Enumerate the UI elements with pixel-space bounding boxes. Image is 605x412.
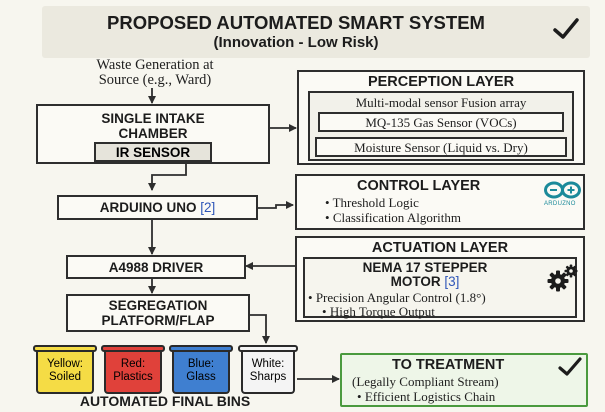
treatment-checkmark-icon xyxy=(558,357,582,376)
actuation-layer-box: ACTUATION LAYER NEMA 17 STEPPER MOTOR [3… xyxy=(295,236,585,322)
intake-chamber-title-line2: CHAMBER xyxy=(118,126,188,141)
waste-source-line1: Waste Generation at xyxy=(96,57,214,73)
actuation-bullet-1: • Precision Angular Control (1.8°) xyxy=(308,290,486,305)
bin-lid-white xyxy=(238,345,298,352)
bin-red-line1: Red: xyxy=(120,358,146,370)
arduino-logo-icon xyxy=(544,181,581,199)
bin-lid-red xyxy=(101,345,165,352)
a4988-driver-box: A4988 DRIVER xyxy=(66,255,246,279)
sensor-fusion-array-label: Multi-modal sensor Fusion array xyxy=(355,95,527,110)
segregation-platform-line1: SEGREGATION xyxy=(108,298,208,313)
arduino-uno-box: ARDUINO UNO [2] xyxy=(57,195,258,220)
bin-blue-line1: Blue: xyxy=(187,358,215,370)
ir-sensor-box: IR SENSOR xyxy=(94,142,212,162)
bin-lid-yellow xyxy=(33,345,97,352)
stepper-motor-panel: NEMA 17 STEPPER MOTOR [3] • Precision An… xyxy=(303,257,578,319)
moisture-sensor: Moisture Sensor (Liquid vs. Dry) xyxy=(315,137,567,157)
bins-group: Yellow: Soiled Red: Plastics Blue: Glass… xyxy=(30,342,300,398)
arduino-logo-text: ARDUZNO xyxy=(544,201,576,207)
bin-blue-line2: Glass xyxy=(186,371,216,383)
bin-yellow-line1: Yellow: xyxy=(46,358,84,370)
intake-chamber-box: SINGLE INTAKE CHAMBER IR SENSOR xyxy=(36,104,270,164)
arrow-arduino-to-control xyxy=(258,201,294,209)
bin-red-line2: Plastics xyxy=(113,371,153,383)
segregation-platform-box: SEGREGATION PLATFORM/FLAP xyxy=(66,294,250,332)
a4988-driver-label: A4988 DRIVER xyxy=(108,260,204,275)
treatment-bullet: • Efficient Logistics Chain xyxy=(357,389,496,404)
checkmark-icon xyxy=(553,18,579,39)
arrow-platform-to-bins xyxy=(250,314,270,344)
arduino-uno-label: ARDUINO UNO [2] xyxy=(99,200,216,215)
gears-icon xyxy=(547,264,578,292)
title-banner: PROPOSED AUTOMATED SMART SYSTEM (Innovat… xyxy=(42,6,590,58)
arrow-intake-to-arduino xyxy=(148,163,187,191)
sensor-fusion-array: Multi-modal sensor Fusion array MQ-135 G… xyxy=(308,91,574,161)
bin-white-line1: White: xyxy=(251,358,285,370)
page-subtitle: (Innovation - Low Risk) xyxy=(213,34,379,51)
bin-lid-blue xyxy=(169,345,233,352)
bin-yellow-soiled: Yellow: Soiled xyxy=(36,352,94,394)
waste-source-label: Waste Generation at Source (e.g., Ward) xyxy=(55,58,255,88)
control-layer-box: CONTROL LAYER • Threshold Logic • Classi… xyxy=(295,174,585,230)
control-bullet-1: • Threshold Logic xyxy=(325,195,419,210)
waste-source-line2: Source (e.g., Ward) xyxy=(98,72,212,88)
treatment-title: TO TREATMENT xyxy=(392,357,505,373)
stepper-motor-title-line1: NEMA 17 STEPPER xyxy=(362,260,488,275)
bin-white-sharps: White: Sharps xyxy=(241,352,295,394)
perception-layer-box: PERCEPTION LAYER Multi-modal sensor Fusi… xyxy=(297,70,585,165)
bin-yellow-line2: Soiled xyxy=(49,371,81,383)
stepper-motor-title-line2: MOTOR [3] xyxy=(390,274,460,289)
bins-caption: AUTOMATED FINAL BINS xyxy=(79,393,251,409)
arduino-uno-reference: [2] xyxy=(200,200,216,215)
intake-chamber-title-line1: SINGLE INTAKE xyxy=(101,111,205,126)
actuation-layer-title: ACTUATION LAYER xyxy=(371,240,509,256)
bin-white-line2: Sharps xyxy=(249,371,287,383)
perception-layer-title: PERCEPTION LAYER xyxy=(367,74,515,90)
control-bullet-2: • Classification Algorithm xyxy=(325,210,461,225)
actuation-bullet-2: • High Torque Output xyxy=(322,304,435,319)
stepper-motor-reference: [3] xyxy=(444,274,460,289)
treatment-subtitle: (Legally Compliant Stream) xyxy=(352,374,499,389)
control-layer-title: CONTROL LAYER xyxy=(357,178,481,194)
treatment-box: TO TREATMENT (Legally Compliant Stream) … xyxy=(340,353,588,407)
bin-blue-glass: Blue: Glass xyxy=(172,352,230,394)
bin-red-plastics: Red: Plastics xyxy=(104,352,162,394)
mq135-gas-sensor: MQ-135 Gas Sensor (VOCs) xyxy=(318,112,564,132)
segregation-platform-line2: PLATFORM/FLAP xyxy=(101,313,215,328)
page-title: PROPOSED AUTOMATED SMART SYSTEM xyxy=(107,12,485,33)
